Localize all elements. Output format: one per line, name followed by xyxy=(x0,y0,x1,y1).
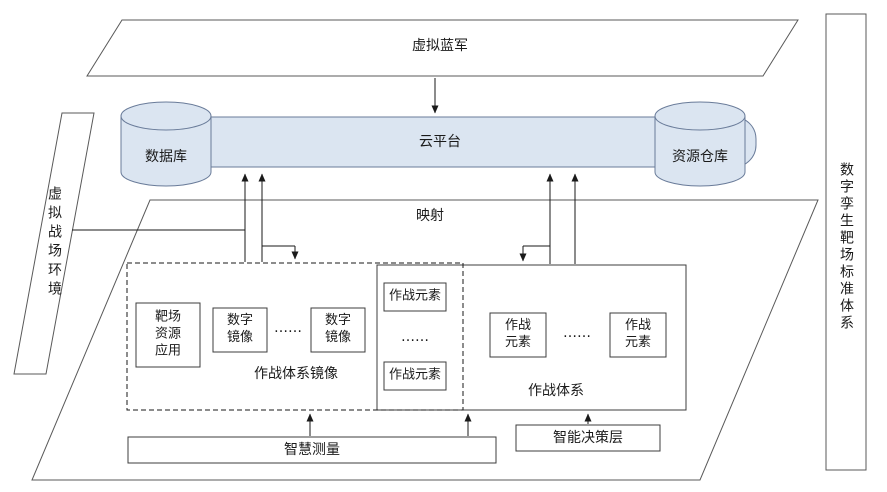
combat-system-mirror-caption: 作战体系镜像 xyxy=(254,365,338,382)
combat-element-bottom-box xyxy=(383,361,447,391)
combat-element-label-2: 作战 元素 xyxy=(624,318,652,350)
combat-element-label-1: 作战 元素 xyxy=(504,318,532,350)
intelligent-decision-label: 智能决策层 xyxy=(553,429,623,446)
element-ellipsis: …… xyxy=(563,324,591,341)
standard-system-label: 数字孪生靶场标准体系 xyxy=(838,162,854,332)
combat-system-mirror-dashed-box xyxy=(126,262,464,411)
database-label: 数据库 xyxy=(145,148,187,165)
combat-element-box-2 xyxy=(609,312,667,358)
range-resource-app-label: 靶场 资源 应用 xyxy=(154,309,182,359)
cloud-platform-label: 云平台 xyxy=(419,133,461,150)
virtual-blue-army-label: 虚拟蓝军 xyxy=(412,37,468,54)
smart-measurement-label: 智慧测量 xyxy=(284,441,340,458)
combat-element-box-1 xyxy=(489,312,547,358)
combat-element-bottom-label: 作战元素 xyxy=(388,367,442,383)
digital-mirror-label-2: 数字 镜像 xyxy=(324,313,352,345)
mapping-label: 映射 xyxy=(416,207,444,224)
standard-system-bar xyxy=(825,13,867,471)
intelligent-decision-box xyxy=(515,424,661,452)
virtual-battlefield-panel xyxy=(13,112,95,375)
virtual-battlefield-env-label: 虚拟战场环境 xyxy=(46,186,62,300)
digital-mirror-box-1 xyxy=(212,307,268,353)
combat-system-caption: 作战体系 xyxy=(528,382,584,399)
combat-element-top-box xyxy=(383,282,447,312)
smart-measurement-box xyxy=(127,436,497,464)
resource-warehouse-label: 资源仓库 xyxy=(672,148,728,165)
range-resource-app-box xyxy=(135,302,201,368)
column-ellipsis: …… xyxy=(401,328,429,345)
digital-mirror-box-2 xyxy=(310,307,366,353)
digital-mirror-label-1: 数字 镜像 xyxy=(226,313,254,345)
resource-warehouse-cylinder xyxy=(654,101,746,187)
mirror-ellipsis: …… xyxy=(274,319,302,336)
virtual-blue-army-panel xyxy=(86,19,799,77)
combat-element-top-label: 作战元素 xyxy=(388,288,442,304)
database-cylinder xyxy=(120,101,212,187)
